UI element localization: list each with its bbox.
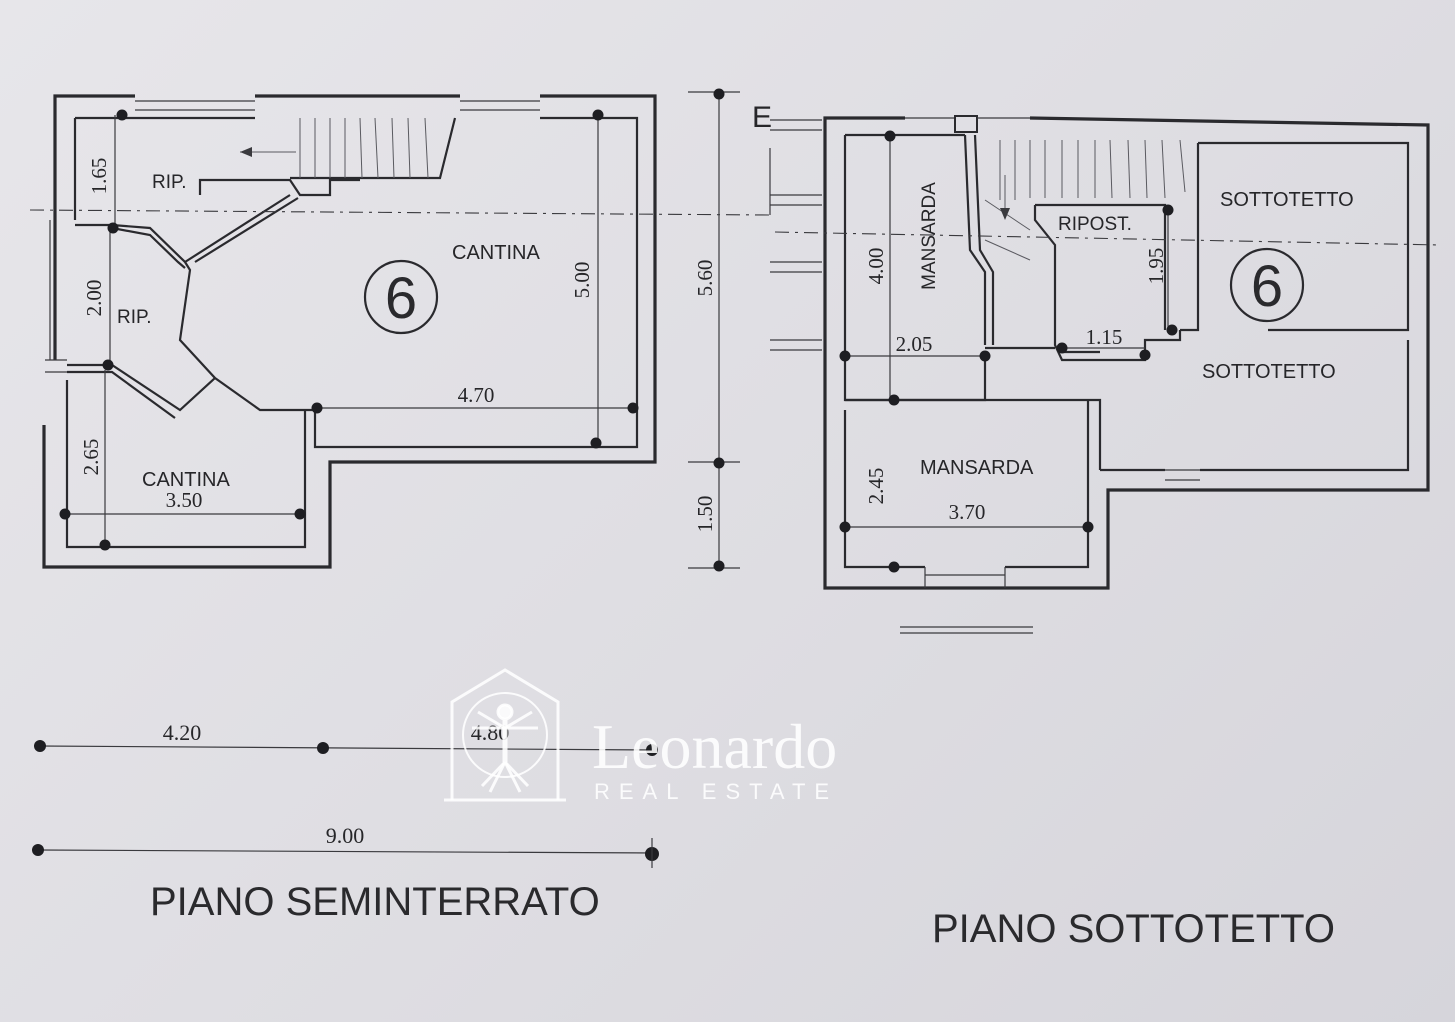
watermark-brand: Leonardo (592, 711, 837, 782)
watermark-logo: Leonardo REAL ESTATE (444, 668, 838, 804)
semi-dim-470: 4.70 (458, 383, 495, 407)
sotto-dim-245: 2.45 (864, 468, 888, 505)
watermark-tagline: REAL ESTATE (594, 779, 838, 804)
sotto-room-mansarda-vert: MANSARDA (919, 182, 940, 290)
semi-room-cantina-main: CANTINA (452, 242, 540, 264)
bottom-dim-900: 9.00 (326, 823, 365, 848)
semi-stair (240, 117, 429, 179)
mid-dim-150: 1.50 (693, 496, 717, 533)
sotto-stair (984, 139, 1186, 261)
sotto-room-ripost: RIPOST. (1058, 214, 1132, 235)
bottom-dimension-chains: 4.20 4.80 9.00 (32, 720, 659, 868)
semi-outer-wall-b (42, 94, 657, 569)
semi-room-rip-top: RIP. (152, 172, 187, 193)
plan-seminterrato: 6 RIP. RIP. CANTINA CANTINA 1.65 2.00 2.… (42, 94, 657, 569)
bottom-dim-420: 4.20 (163, 720, 202, 745)
sotto-room-mansarda-low: MANSARDA (920, 457, 1034, 479)
sotto-dim-205: 2.05 (896, 332, 933, 356)
mid-dim-560: 5.60 (693, 260, 717, 297)
semi-dim-200: 2.00 (82, 280, 106, 317)
sotto-unit-circle (1229, 247, 1305, 323)
plan-sottotetto: 6 MANSARDA MANSARDA RIPOST. SOTTOTETTO S… (774, 115, 1441, 634)
semi-dim-500: 5.00 (570, 262, 594, 299)
semi-unit-circle (363, 259, 439, 335)
title-sottotetto: PIANO SOTTOTETTO (932, 907, 1335, 951)
middle-axis: E 5.60 1.50 (29, 88, 822, 572)
title-seminterrato: PIANO SEMINTERRATO (150, 880, 600, 924)
semi-room-rip-mid: RIP. (117, 307, 152, 328)
semi-outer-wall (53, 94, 135, 360)
semi-unit-number: 6 (385, 266, 417, 331)
sotto-room-sottotetto-mid: SOTTOTETTO (1202, 361, 1336, 383)
sotto-dim-115: 1.15 (1086, 325, 1123, 349)
sotto-room-sottotetto-top: SOTTOTETTO (1220, 189, 1354, 211)
semi-dim-265: 2.65 (79, 439, 103, 476)
semi-dim-165: 1.65 (87, 158, 111, 195)
sotto-dim-195: 1.95 (1144, 248, 1168, 285)
semi-room-cantina-small: CANTINA (142, 469, 230, 491)
sotto-dim-370: 3.70 (949, 500, 986, 524)
section-marker-e: E (752, 101, 772, 134)
sotto-dim-400: 4.00 (864, 248, 888, 285)
vitruvian-man-icon (444, 668, 566, 802)
semi-dim-350: 3.50 (166, 488, 203, 512)
sotto-unit-number: 6 (1251, 254, 1283, 319)
